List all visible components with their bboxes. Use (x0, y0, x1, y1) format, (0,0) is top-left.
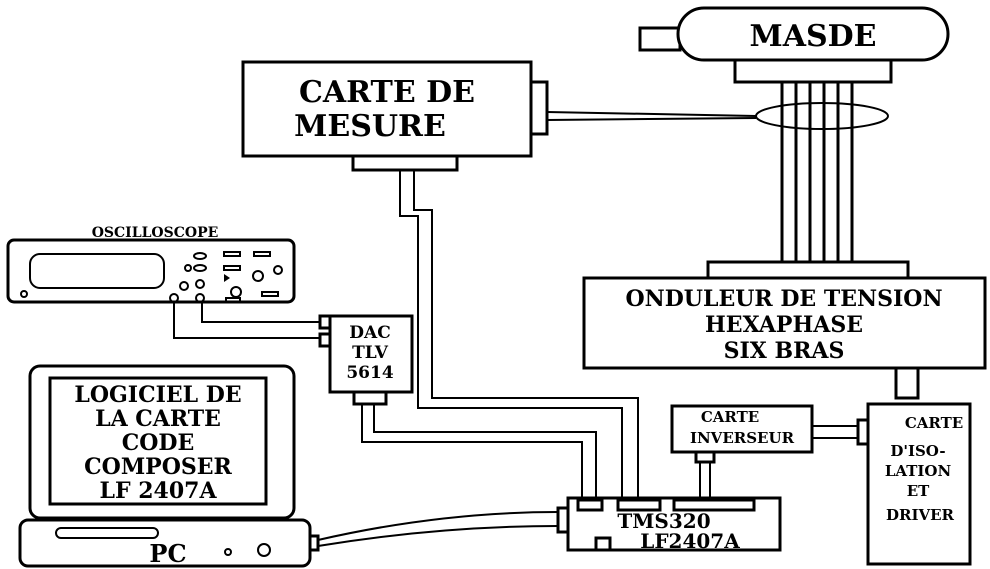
probe-2 (201, 302, 320, 323)
tms-line1: TMS320 (617, 509, 710, 533)
logiciel-line2: LA CARTE (95, 406, 221, 432)
oscilloscope-label: OSCILLOSCOPE (92, 225, 219, 241)
dac-tms-cable-a (361, 404, 583, 502)
dac-line1: DAC (349, 323, 390, 343)
measure-cable (546, 111, 757, 117)
pc-unit: PC (18, 518, 320, 568)
inverseur-line2: INVERSEUR (690, 429, 795, 447)
inverseur-line1: CARTE (701, 408, 759, 426)
pc-monitor: LOGICIEL DE LA CARTE CODE COMPOSER LF 24… (28, 364, 296, 520)
tms320-board: TMS320 LF2407A (556, 496, 782, 553)
carte-mesure-line2: MESURE (294, 109, 446, 144)
measure-cable-2 (546, 117, 757, 121)
dac-line3: 5614 (346, 363, 393, 383)
isolation-line3: LATION (885, 462, 952, 480)
onduleur: ONDULEUR DE TENSION HEXAPHASE SIX BRAS (582, 260, 987, 400)
dac-line2: TLV (352, 343, 389, 363)
isolation-line2: D'ISO- (890, 442, 945, 460)
logiciel-line3: CODE (122, 430, 195, 456)
carte-inverseur: CARTE INVERSEUR (670, 404, 814, 464)
phase-cables (755, 82, 889, 262)
mesure-tms-cable-b (413, 170, 639, 502)
mesure-tms-cable-a (399, 170, 623, 502)
pc-label: PC (149, 539, 186, 568)
isolation-line1: CARTE (905, 414, 963, 432)
carte-mesure: CARTE DE MESURE (241, 60, 549, 172)
pc-tms-cable-a (317, 511, 559, 541)
logiciel-line1: LOGICIEL DE (74, 382, 241, 408)
carte-mesure-line1: CARTE DE (299, 75, 475, 110)
dac-tms-cable-b (373, 404, 597, 502)
dac-tlv5614: DAC TLV 5614 (318, 314, 414, 406)
isolation-line4: ET (907, 482, 930, 500)
pc-tms-cable-b (317, 525, 559, 547)
masde-motor: MASDE (638, 6, 950, 84)
logiciel-line4: COMPOSER (84, 454, 232, 480)
tms-line2: LF2407A (640, 529, 740, 553)
probe-1 (173, 302, 320, 339)
onduleur-line2: HEXAPHASE (705, 312, 863, 338)
carte-isolation: CARTE D'ISO- LATION ET DRIVER (856, 402, 972, 566)
onduleur-line1: ONDULEUR DE TENSION (625, 286, 942, 312)
isolation-line5: DRIVER (886, 506, 955, 524)
masde-label: MASDE (749, 19, 876, 54)
logiciel-line5: LF 2407A (99, 478, 217, 504)
oscilloscope: OSCILLOSCOPE (6, 225, 296, 304)
onduleur-line3: SIX BRAS (724, 338, 845, 364)
